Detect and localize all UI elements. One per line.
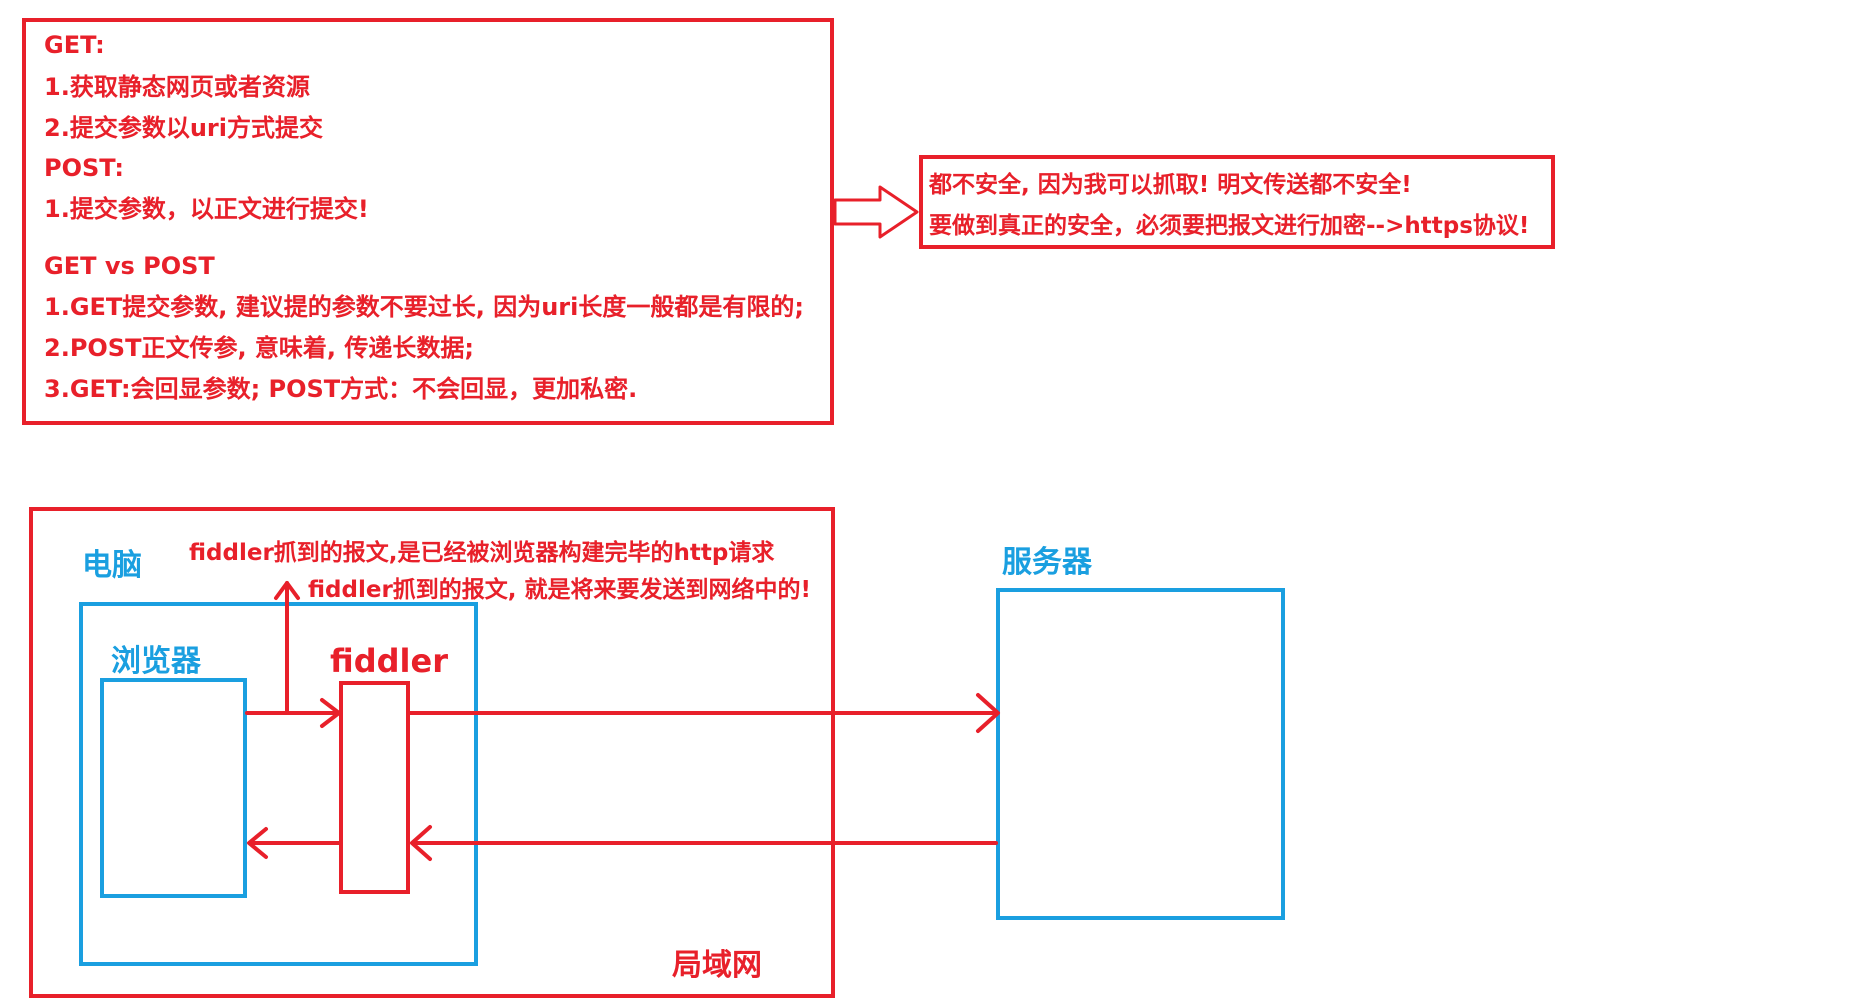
hollow-arrow-shape	[833, 185, 919, 239]
note-line: 1.GET提交参数, 建议提的参数不要过长, 因为uri长度一般都是有限的;	[44, 293, 804, 321]
get-post-notes-box: GET: 1.获取静态网页或者资源 2.提交参数以uri方式提交 POST: 1…	[22, 18, 834, 425]
browser-box	[100, 678, 247, 898]
warning-line-1: 都不安全, 因为我可以抓取! 明文传送都不安全!	[929, 172, 1412, 198]
note-line: 1.提交参数，以正文进行提交!	[44, 195, 369, 223]
fiddler-label: fiddler	[330, 642, 448, 680]
server-label: 服务器	[1002, 545, 1092, 580]
browser-label: 浏览器	[111, 644, 201, 679]
pc-label: 电脑	[82, 548, 142, 583]
lan-box	[29, 507, 835, 998]
pc-box	[79, 602, 478, 966]
note-line: GET vs POST	[44, 252, 215, 280]
security-warning-box: 都不安全, 因为我可以抓取! 明文传送都不安全! 要做到真正的安全，必须要把报文…	[919, 155, 1555, 249]
fiddler-box	[339, 681, 410, 894]
server-box	[996, 588, 1285, 920]
annotation-line-2: fiddler抓到的报文, 就是将来要发送到网络中的!	[308, 577, 812, 603]
note-line: 2.POST正文传参, 意味着, 传递长数据;	[44, 334, 475, 362]
warning-line-2: 要做到真正的安全，必须要把报文进行加密-->https协议!	[929, 213, 1530, 239]
note-line: GET:	[44, 31, 105, 59]
note-line: 2.提交参数以uri方式提交	[44, 114, 323, 142]
note-line: 3.GET:会回显参数; POST方式：不会回显，更加私密.	[44, 375, 638, 403]
note-line: 1.获取静态网页或者资源	[44, 73, 310, 101]
annotation-line-1: fiddler抓到的报文,是已经被浏览器构建完毕的http请求	[189, 540, 775, 566]
note-line: POST:	[44, 154, 124, 182]
lan-label: 局域网	[672, 948, 762, 983]
